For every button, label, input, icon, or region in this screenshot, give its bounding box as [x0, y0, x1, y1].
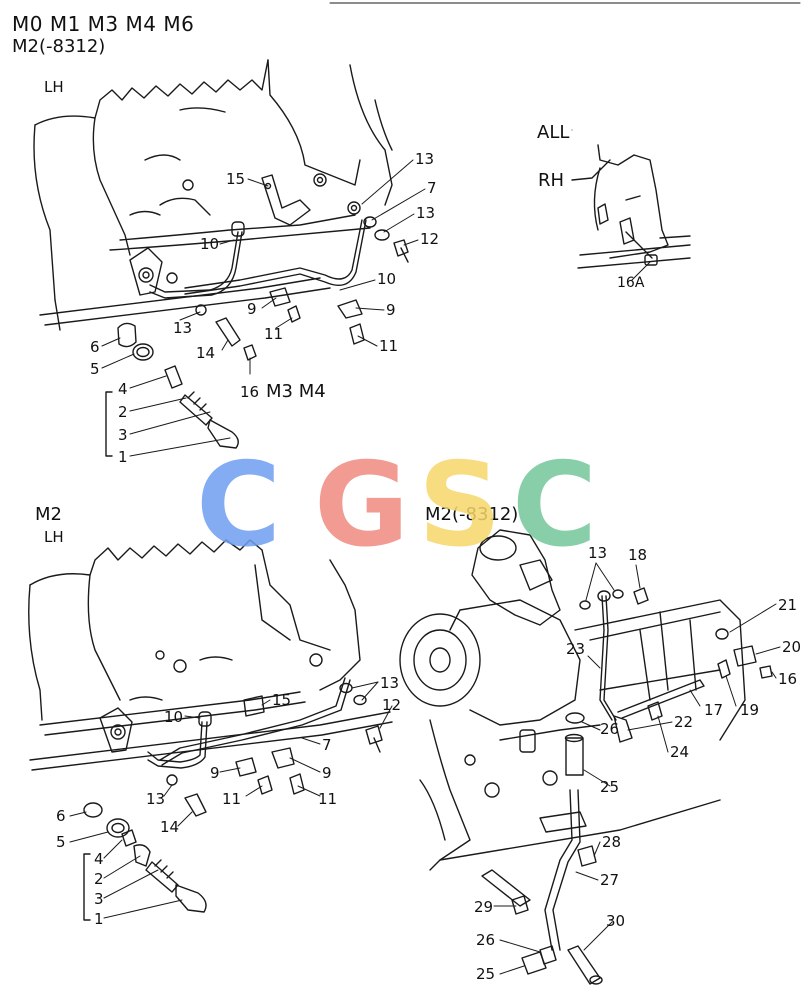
callout-bl-3: 3: [94, 890, 104, 908]
callout-tl-12: 12: [420, 230, 440, 248]
callout-tr-16a: 16A: [617, 275, 645, 291]
watermark-letter-3: S: [418, 438, 502, 573]
callout-br-25b: 25: [476, 965, 496, 983]
watermark-letter-4: C: [512, 438, 598, 573]
callout-br-28: 28: [602, 833, 622, 851]
callout-bl-2: 2: [94, 870, 104, 888]
view-side-label-bottom-left: LH: [44, 528, 64, 546]
callout-tl-10a: 10: [200, 235, 220, 253]
watermark-letter-2: G: [314, 438, 410, 573]
top-left-engine-block: [33, 59, 393, 331]
view-model-label-bottom-right: M2(-8312): [425, 504, 519, 525]
callout-br-26b: 26: [476, 931, 496, 949]
callout-bl-6: 6: [56, 807, 66, 825]
callout-tl-11a: 11: [264, 325, 284, 343]
callout-tl-2: 2: [118, 403, 128, 421]
callout-bl-12: 12: [382, 696, 402, 714]
view-applies-label: ALL: [537, 122, 570, 143]
callout-bl-9b: 9: [322, 764, 332, 782]
callout-tl-9a: 9: [247, 300, 257, 318]
callout-br-19: 19: [740, 701, 760, 719]
callout-br-16: 16: [778, 670, 798, 688]
callout-br-24: 24: [670, 743, 690, 761]
callout-tl-13a: 13: [415, 150, 435, 168]
callout-tl-5: 5: [90, 360, 100, 378]
callout-tl-9b: 9: [386, 301, 396, 319]
callout-bl-5: 5: [56, 833, 66, 851]
callout-br-30: 30: [606, 912, 626, 930]
callout-tl-14: 14: [196, 344, 216, 362]
top-left-tubes: [129, 174, 409, 361]
callout-bl-15: 15: [272, 691, 292, 709]
callout-br-29: 29: [474, 898, 494, 916]
callout-bl-10: 10: [164, 708, 184, 726]
callout-br-21: 21: [778, 596, 798, 614]
callout-tl-16: 16: [240, 383, 260, 401]
bottom-right-compressor-assembly: [399, 529, 773, 985]
model-list-primary: M0 M1 M3 M4 M6: [12, 12, 195, 36]
callout-tl-7: 7: [427, 179, 437, 197]
callout-tl-13c: 13: [173, 319, 193, 337]
model-list-secondary: M2(-8312): [12, 36, 106, 57]
callout-br-25a: 25: [600, 778, 620, 796]
callout-bl-13a: 13: [380, 674, 400, 692]
callout-br-23: 23: [566, 640, 586, 658]
callout-tl-6: 6: [90, 338, 100, 356]
callout-tl-10b: 10: [377, 270, 397, 288]
view-model-label-bottom-left: M2: [35, 504, 62, 525]
callout-bl-9a: 9: [210, 764, 220, 782]
callout-br-13: 13: [588, 544, 608, 562]
callout-bl-7: 7: [322, 736, 332, 754]
top-left-injector-stack: [105, 322, 239, 457]
callout-br-20: 20: [782, 638, 802, 656]
callout-bl-4: 4: [94, 850, 104, 868]
callout-tl-4: 4: [118, 380, 128, 398]
bottom-left-engine-block: [28, 539, 393, 771]
callout-bl-14: 14: [160, 818, 180, 836]
top-right-rh-view: [571, 144, 691, 269]
callout-br-26a: 26: [600, 720, 620, 738]
watermark-letter-1: C: [196, 438, 282, 573]
callout-br-22: 22: [674, 713, 694, 731]
callout-tl-16-note: M3 M4: [266, 381, 326, 402]
callout-bl-1: 1: [94, 910, 104, 928]
callout-br-18: 18: [628, 546, 648, 564]
callout-tl-15: 15: [226, 170, 246, 188]
callout-bl-11b: 11: [318, 790, 338, 808]
callout-tl-13b: 13: [416, 204, 436, 222]
callout-tl-11b: 11: [379, 337, 399, 355]
callout-bl-13b: 13: [146, 790, 166, 808]
callout-tl-1: 1: [118, 448, 128, 466]
callout-bl-11a: 11: [222, 790, 242, 808]
view-side-label-top-right: RH: [538, 170, 565, 191]
callout-tl-3: 3: [118, 426, 128, 444]
callout-br-27: 27: [600, 871, 620, 889]
callout-br-17: 17: [704, 701, 724, 719]
view-side-label-top-left: LH: [44, 78, 64, 96]
bottom-left-injector-stack: [83, 802, 207, 921]
callout-leader-lines: [69, 129, 781, 975]
